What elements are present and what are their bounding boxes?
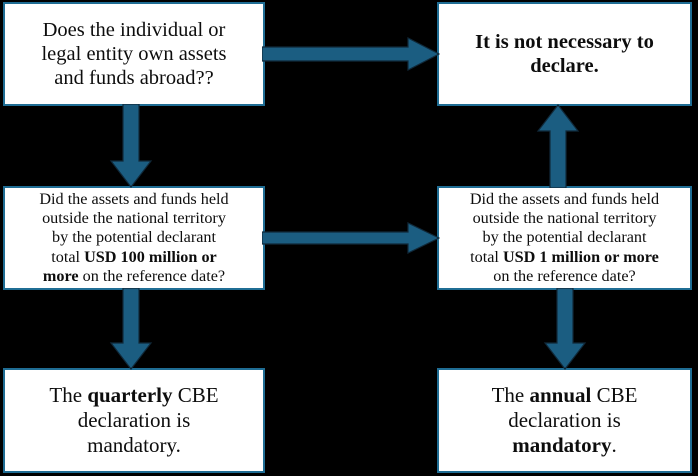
arrow-down-icon-q3-to-annual bbox=[542, 288, 588, 370]
arrow-up-icon-q3-to-not-necessary bbox=[535, 104, 581, 188]
arrow-down-icon-q1-to-q2 bbox=[108, 104, 154, 188]
arrow-right-icon-q2-to-q3 bbox=[262, 220, 440, 256]
arrow-down-icon-q2-to-quarterly bbox=[108, 288, 154, 370]
arrow-right-icon-q1-to-not-necessary bbox=[262, 36, 440, 72]
